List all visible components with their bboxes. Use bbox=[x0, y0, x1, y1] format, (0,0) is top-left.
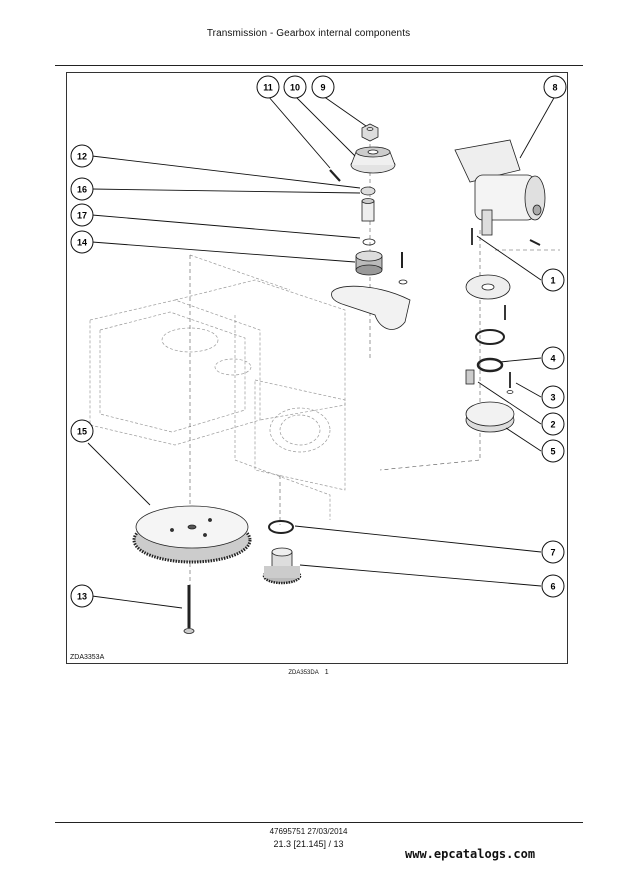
pinion-gear-part bbox=[262, 547, 302, 585]
callout-9: 9 bbox=[311, 75, 335, 99]
circlip-part bbox=[268, 520, 294, 534]
sleeve-part bbox=[361, 198, 375, 222]
svg-text:8: 8 bbox=[552, 83, 557, 93]
svg-text:2: 2 bbox=[550, 420, 555, 430]
header-divider bbox=[55, 65, 583, 66]
callout-8: 8 bbox=[543, 75, 567, 99]
figure-caption: ZDA353DA 1 bbox=[0, 669, 617, 676]
key-part bbox=[529, 239, 541, 246]
svg-text:14: 14 bbox=[77, 238, 87, 248]
svg-text:11: 11 bbox=[263, 83, 273, 93]
callout-6: 6 bbox=[541, 574, 565, 598]
washer-part bbox=[362, 238, 376, 246]
gearbox-housing-outline bbox=[89, 254, 346, 520]
caption-code: ZDA353DA bbox=[288, 670, 319, 676]
bearing-part bbox=[355, 250, 383, 276]
circlip-part bbox=[475, 329, 505, 345]
svg-text:12: 12 bbox=[77, 152, 87, 162]
figure-frame bbox=[66, 72, 568, 664]
watermark: www.epcatalogs.com bbox=[405, 847, 536, 861]
callout-14: 14 bbox=[70, 230, 94, 254]
callout-17: 17 bbox=[70, 203, 94, 227]
dowel-part bbox=[465, 369, 475, 385]
svg-text:3: 3 bbox=[550, 393, 555, 403]
callout-13: 13 bbox=[70, 584, 94, 608]
svg-text:7: 7 bbox=[550, 548, 555, 558]
end-plate-part bbox=[465, 401, 515, 433]
footer-doc-reference: 47695751 27/03/2014 bbox=[269, 827, 348, 836]
ring-part bbox=[360, 186, 376, 196]
callout-15: 15 bbox=[70, 419, 94, 443]
pin-part bbox=[329, 169, 341, 182]
seal-ring-part bbox=[476, 357, 504, 373]
svg-text:16: 16 bbox=[77, 185, 87, 195]
callout-2: 2 bbox=[541, 412, 565, 436]
svg-text:13: 13 bbox=[77, 592, 87, 602]
callout-7: 7 bbox=[541, 540, 565, 564]
svg-text:10: 10 bbox=[290, 83, 300, 93]
callout-1: 1 bbox=[541, 268, 565, 292]
page-title: Transmission - Gearbox internal componen… bbox=[206, 28, 411, 39]
svg-text:6: 6 bbox=[550, 582, 555, 592]
nut-part bbox=[361, 123, 379, 142]
callout-11: 11 bbox=[256, 75, 280, 99]
callout-12: 12 bbox=[70, 144, 94, 168]
figure-code: ZDA3353A bbox=[70, 654, 105, 661]
long-bolt-part bbox=[183, 585, 195, 634]
svg-text:9: 9 bbox=[320, 83, 325, 93]
callout-10: 10 bbox=[283, 75, 307, 99]
callout-labels: 1 2 3 4 5 6 7 8 9 10 11 12 13 14 15 16 1… bbox=[70, 75, 567, 608]
footer-page-number: 21.3 [21.145] / 13 bbox=[273, 839, 344, 849]
callout-4: 4 bbox=[541, 346, 565, 370]
large-gear-part bbox=[132, 505, 252, 564]
cap-part bbox=[350, 146, 396, 174]
callout-3: 3 bbox=[541, 385, 565, 409]
caption-number: 1 bbox=[324, 669, 329, 676]
washer-part bbox=[398, 279, 408, 285]
motor-part bbox=[454, 139, 546, 236]
svg-text:1: 1 bbox=[550, 276, 555, 286]
svg-text:5: 5 bbox=[550, 447, 555, 457]
svg-text:17: 17 bbox=[77, 211, 87, 221]
svg-text:4: 4 bbox=[550, 354, 555, 364]
callout-16: 16 bbox=[70, 177, 94, 201]
callout-5: 5 bbox=[541, 439, 565, 463]
svg-text:15: 15 bbox=[77, 427, 87, 437]
cover-plate-part bbox=[331, 285, 411, 330]
footer-divider bbox=[55, 822, 583, 823]
